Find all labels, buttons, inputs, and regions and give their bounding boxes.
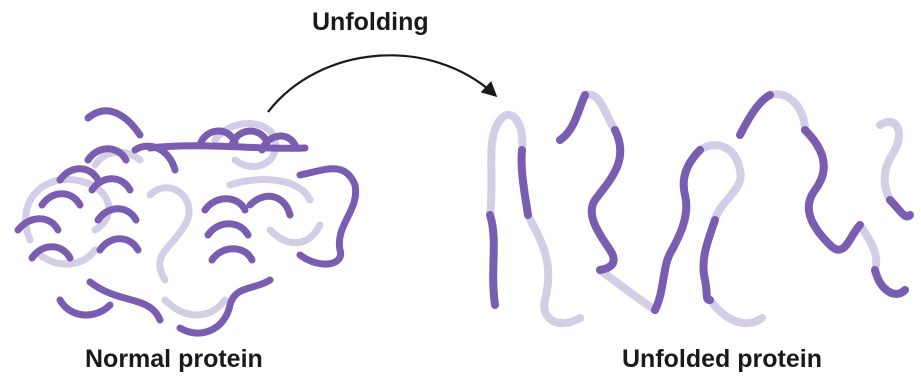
normal-protein-label: Normal protein — [85, 345, 263, 374]
unfolded-protein-ribbon — [490, 94, 910, 323]
normal-protein-ribbon — [18, 111, 356, 333]
unfolding-label: Unfolding — [312, 8, 429, 37]
unfolded-protein-label: Unfolded protein — [622, 345, 822, 374]
unfolding-arrow — [268, 55, 495, 112]
